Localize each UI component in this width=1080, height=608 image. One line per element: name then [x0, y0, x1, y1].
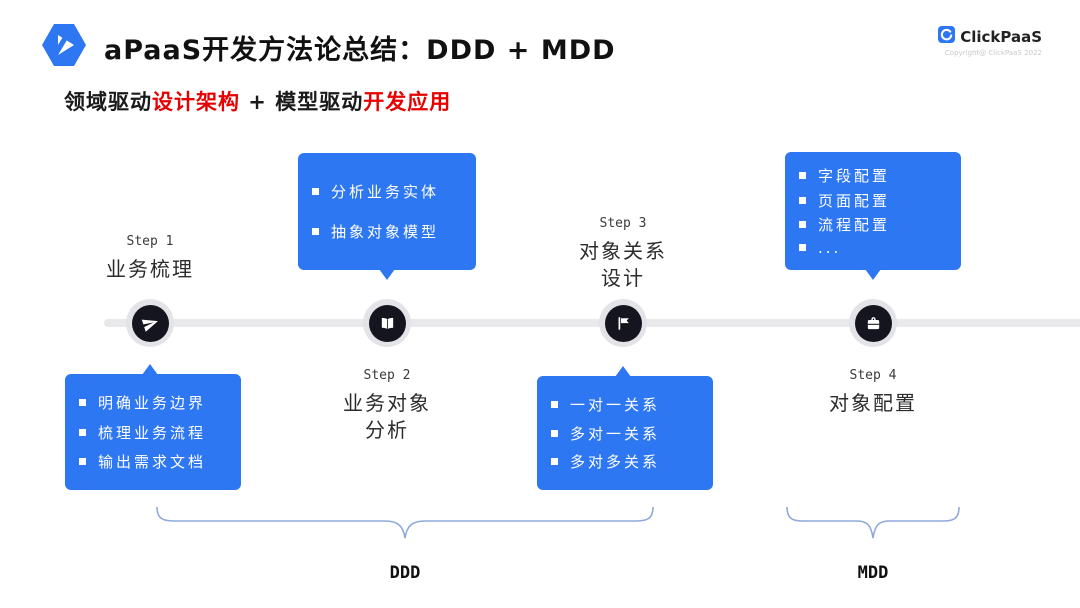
step-title: 对象关系 设计 — [579, 239, 667, 290]
ddd-label: DDD — [389, 563, 421, 583]
callout-item: 多对一关系 — [570, 424, 661, 443]
callout-item: 分析业务实体 — [331, 183, 440, 202]
step-label: Step 3 — [599, 216, 647, 231]
step3-label-group: Step 3 对象关系 设计 — [533, 216, 713, 292]
callout-item: ... — [818, 238, 842, 257]
step-label: Step 2 — [363, 368, 411, 383]
subtitle-segment: + 模型驱动 — [240, 90, 364, 114]
step-label: Step 4 — [849, 368, 897, 383]
bullet-square-icon — [799, 221, 806, 229]
callout-step2: 分析业务实体 抽象对象模型 — [298, 153, 476, 280]
callout-step3: 一对一关系 多对一关系 多对多关系 — [537, 366, 713, 490]
bullet-square-icon — [551, 400, 558, 408]
ddd-brace — [156, 506, 654, 539]
callout-item: 页面配置 — [818, 191, 891, 210]
copyright-text: Copyright@ ClickPaaS 2022 — [944, 49, 1042, 57]
callout-item: 输出需求文档 — [98, 452, 207, 471]
timeline-node-step2 — [363, 299, 411, 347]
step-title: 业务对象 分析 — [343, 391, 431, 442]
hexagon-logo-icon — [40, 22, 88, 68]
callout-item: 一对一关系 — [570, 395, 661, 414]
timeline-node-step1 — [126, 299, 174, 347]
bullet-square-icon — [551, 429, 558, 437]
subtitle: 领域驱动设计架构 + 模型驱动开发应用 — [64, 86, 451, 116]
subtitle-segment-red: 设计架构 — [152, 90, 240, 114]
bullet-square-icon — [799, 244, 806, 252]
callout-item: 流程配置 — [818, 216, 891, 235]
book-icon — [368, 304, 406, 342]
bullet-square-icon — [799, 172, 806, 180]
timeline-line — [104, 319, 1080, 327]
bullet-square-icon — [312, 188, 319, 196]
page-title: aPaaS开发方法论总结：DDD + MDD — [104, 35, 616, 66]
callout-item: 字段配置 — [818, 167, 891, 186]
bullet-square-icon — [79, 428, 86, 436]
callout-step1: 明确业务边界 梳理业务流程 输出需求文档 — [65, 364, 241, 490]
step2-label-group: Step 2 业务对象 分析 — [297, 368, 477, 444]
callout-pointer — [379, 269, 395, 280]
bullet-square-icon — [799, 196, 806, 204]
brand: ClickPaaS Copyright@ ClickPaaS 2022 — [938, 26, 1042, 57]
callout-item: 多对多关系 — [570, 453, 661, 472]
clickpaas-logo-icon — [938, 26, 956, 47]
bullet-square-icon — [551, 458, 558, 466]
subtitle-segment-red: 开发应用 — [363, 90, 452, 114]
step-title: 对象配置 — [829, 391, 917, 415]
callout-pointer — [865, 269, 881, 280]
step1-label-group: Step 1 业务梳理 — [60, 234, 240, 283]
paper-plane-icon — [131, 304, 169, 342]
step4-label-group: Step 4 对象配置 — [783, 368, 963, 417]
timeline-node-step3 — [599, 299, 647, 347]
mdd-label: MDD — [857, 563, 889, 583]
callout-item: 明确业务边界 — [98, 394, 207, 413]
step-title: 业务梳理 — [106, 257, 194, 281]
timeline-node-step4 — [849, 299, 897, 347]
flag-icon — [604, 304, 642, 342]
bullet-square-icon — [312, 227, 319, 235]
bullet-square-icon — [79, 399, 86, 407]
subtitle-segment: 领域驱动 — [64, 90, 152, 114]
briefcase-icon — [854, 304, 892, 342]
step-label: Step 1 — [126, 234, 174, 249]
brand-name: ClickPaaS — [960, 27, 1042, 46]
callout-item: 梳理业务流程 — [98, 423, 207, 442]
callout-item: 抽象对象模型 — [331, 222, 440, 241]
callout-pointer — [142, 364, 158, 375]
mdd-brace — [786, 506, 960, 539]
bullet-square-icon — [79, 457, 86, 465]
callout-pointer — [615, 366, 631, 377]
callout-step4: 字段配置 页面配置 流程配置 ... — [785, 152, 961, 280]
